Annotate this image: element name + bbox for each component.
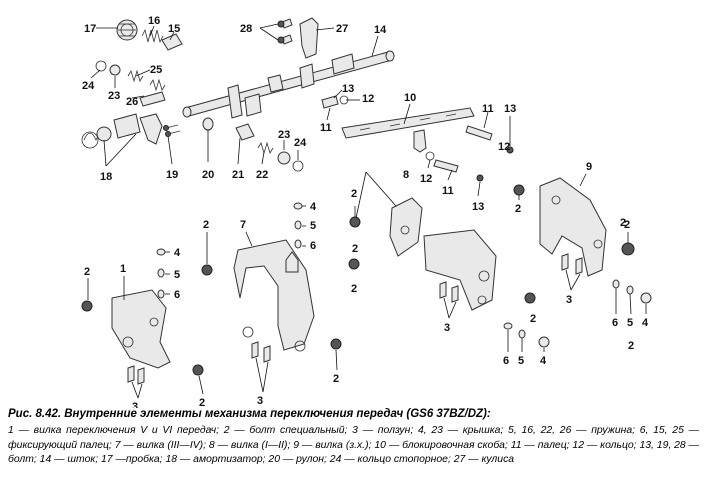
small-parts-center: [202, 117, 304, 172]
callout-16: 16: [148, 15, 160, 27]
callout-4-d: 4: [642, 317, 649, 329]
callout-2-g: 2: [530, 313, 536, 325]
callout-2-d: 2: [203, 219, 209, 231]
fork-8-part: [389, 197, 497, 311]
callout-20: 20: [202, 169, 214, 181]
callout-10: 10: [404, 92, 416, 104]
callout-8: 8: [403, 169, 409, 181]
callout-4-b: 4: [174, 247, 181, 259]
callout-11-a: 11: [320, 122, 332, 134]
small-parts-left: [95, 60, 166, 107]
callout-9: 9: [586, 161, 592, 173]
callout-25: 25: [150, 64, 162, 76]
callout-24-top: 24: [82, 80, 95, 92]
callout-6-d: 6: [612, 317, 618, 329]
callout-19: 19: [166, 169, 178, 181]
callout-14: 14: [374, 24, 387, 36]
callout-17: 17: [84, 23, 96, 35]
callout-2-k: 2: [352, 243, 358, 255]
fork-9-part: [539, 177, 607, 277]
callout-2-b: 2: [351, 188, 357, 200]
callout-12-a: 12: [362, 93, 374, 105]
callout-23-top: 23: [108, 90, 120, 102]
callout-7: 7: [240, 219, 246, 231]
callout-6-c: 6: [503, 355, 509, 367]
callout-13-b: 13: [504, 103, 516, 115]
callout-12-c: 12: [498, 141, 510, 153]
callout-2-c: 2: [624, 219, 630, 231]
callout-15: 15: [168, 23, 180, 35]
callout-6-a: 6: [310, 240, 316, 252]
callout-23-mid: 23: [278, 129, 290, 141]
callout-26: 26: [126, 96, 138, 108]
callout-4-a: 4: [310, 201, 317, 213]
bolts-19-part: [163, 124, 181, 137]
spring-pin-top: [141, 28, 183, 51]
callout-11-c: 11: [442, 185, 454, 197]
bolts-28-part: [277, 18, 293, 45]
callout-5-a: 5: [310, 220, 316, 232]
callout-2-a: 2: [515, 203, 521, 215]
callout-2-i: 2: [333, 373, 339, 385]
callout-5-b: 5: [174, 269, 180, 281]
callout-2-j: 2: [628, 340, 634, 352]
fork-7-part: [233, 239, 315, 352]
interlock-bracket-part: [321, 95, 514, 182]
callout-2-l: 2: [620, 217, 626, 229]
damper-part: [81, 113, 163, 149]
leader-lines: [87, 23, 647, 399]
cap-spring-pin-part: [156, 202, 652, 348]
callout-3-b: 3: [257, 395, 263, 407]
callout-3-a: 3: [132, 401, 138, 408]
exploded-diagram: 17 16 15 28 27 14 24 23 25 26 13 12 10 1…: [81, 15, 652, 408]
callout-28: 28: [240, 23, 252, 35]
callout-6-b: 6: [174, 289, 180, 301]
figure-title: Рис. 8.42. Внутренние элементы механизма…: [8, 408, 491, 420]
callout-3-d: 3: [566, 294, 572, 306]
callout-3-c: 3: [444, 322, 450, 334]
callout-12-b: 12: [420, 173, 432, 185]
shift-rail-part: [182, 50, 395, 119]
callout-22: 22: [256, 169, 268, 181]
callout-2-h: 2: [199, 397, 205, 408]
callout-24-mid: 24: [294, 137, 307, 149]
callout-5-d: 5: [627, 317, 633, 329]
callout-1: 1: [120, 263, 126, 275]
sliders-part: [127, 253, 583, 385]
callout-2-f: 2: [84, 266, 90, 278]
callout-13-c: 13: [472, 201, 484, 213]
callout-18: 18: [100, 171, 112, 183]
callout-2-e: 2: [351, 283, 357, 295]
gate-27-part: [299, 17, 319, 59]
figure-legend: 1 — вилка переключения V и VI передач; 2…: [8, 425, 699, 465]
callout-27: 27: [336, 23, 348, 35]
fork-1-part: [111, 289, 171, 369]
callout-5-c: 5: [518, 355, 524, 367]
callout-4-c: 4: [540, 355, 547, 367]
callout-11-b: 11: [482, 103, 494, 115]
figure-caption: Рис. 8.42. Внутренние элементы механизма…: [6, 408, 701, 468]
callout-21: 21: [232, 169, 244, 181]
callout-labels: 17 16 15 28 27 14 24 23 25 26 13 12 10 1…: [82, 15, 649, 408]
callout-13-a: 13: [342, 83, 354, 95]
plug-part: [116, 19, 138, 41]
